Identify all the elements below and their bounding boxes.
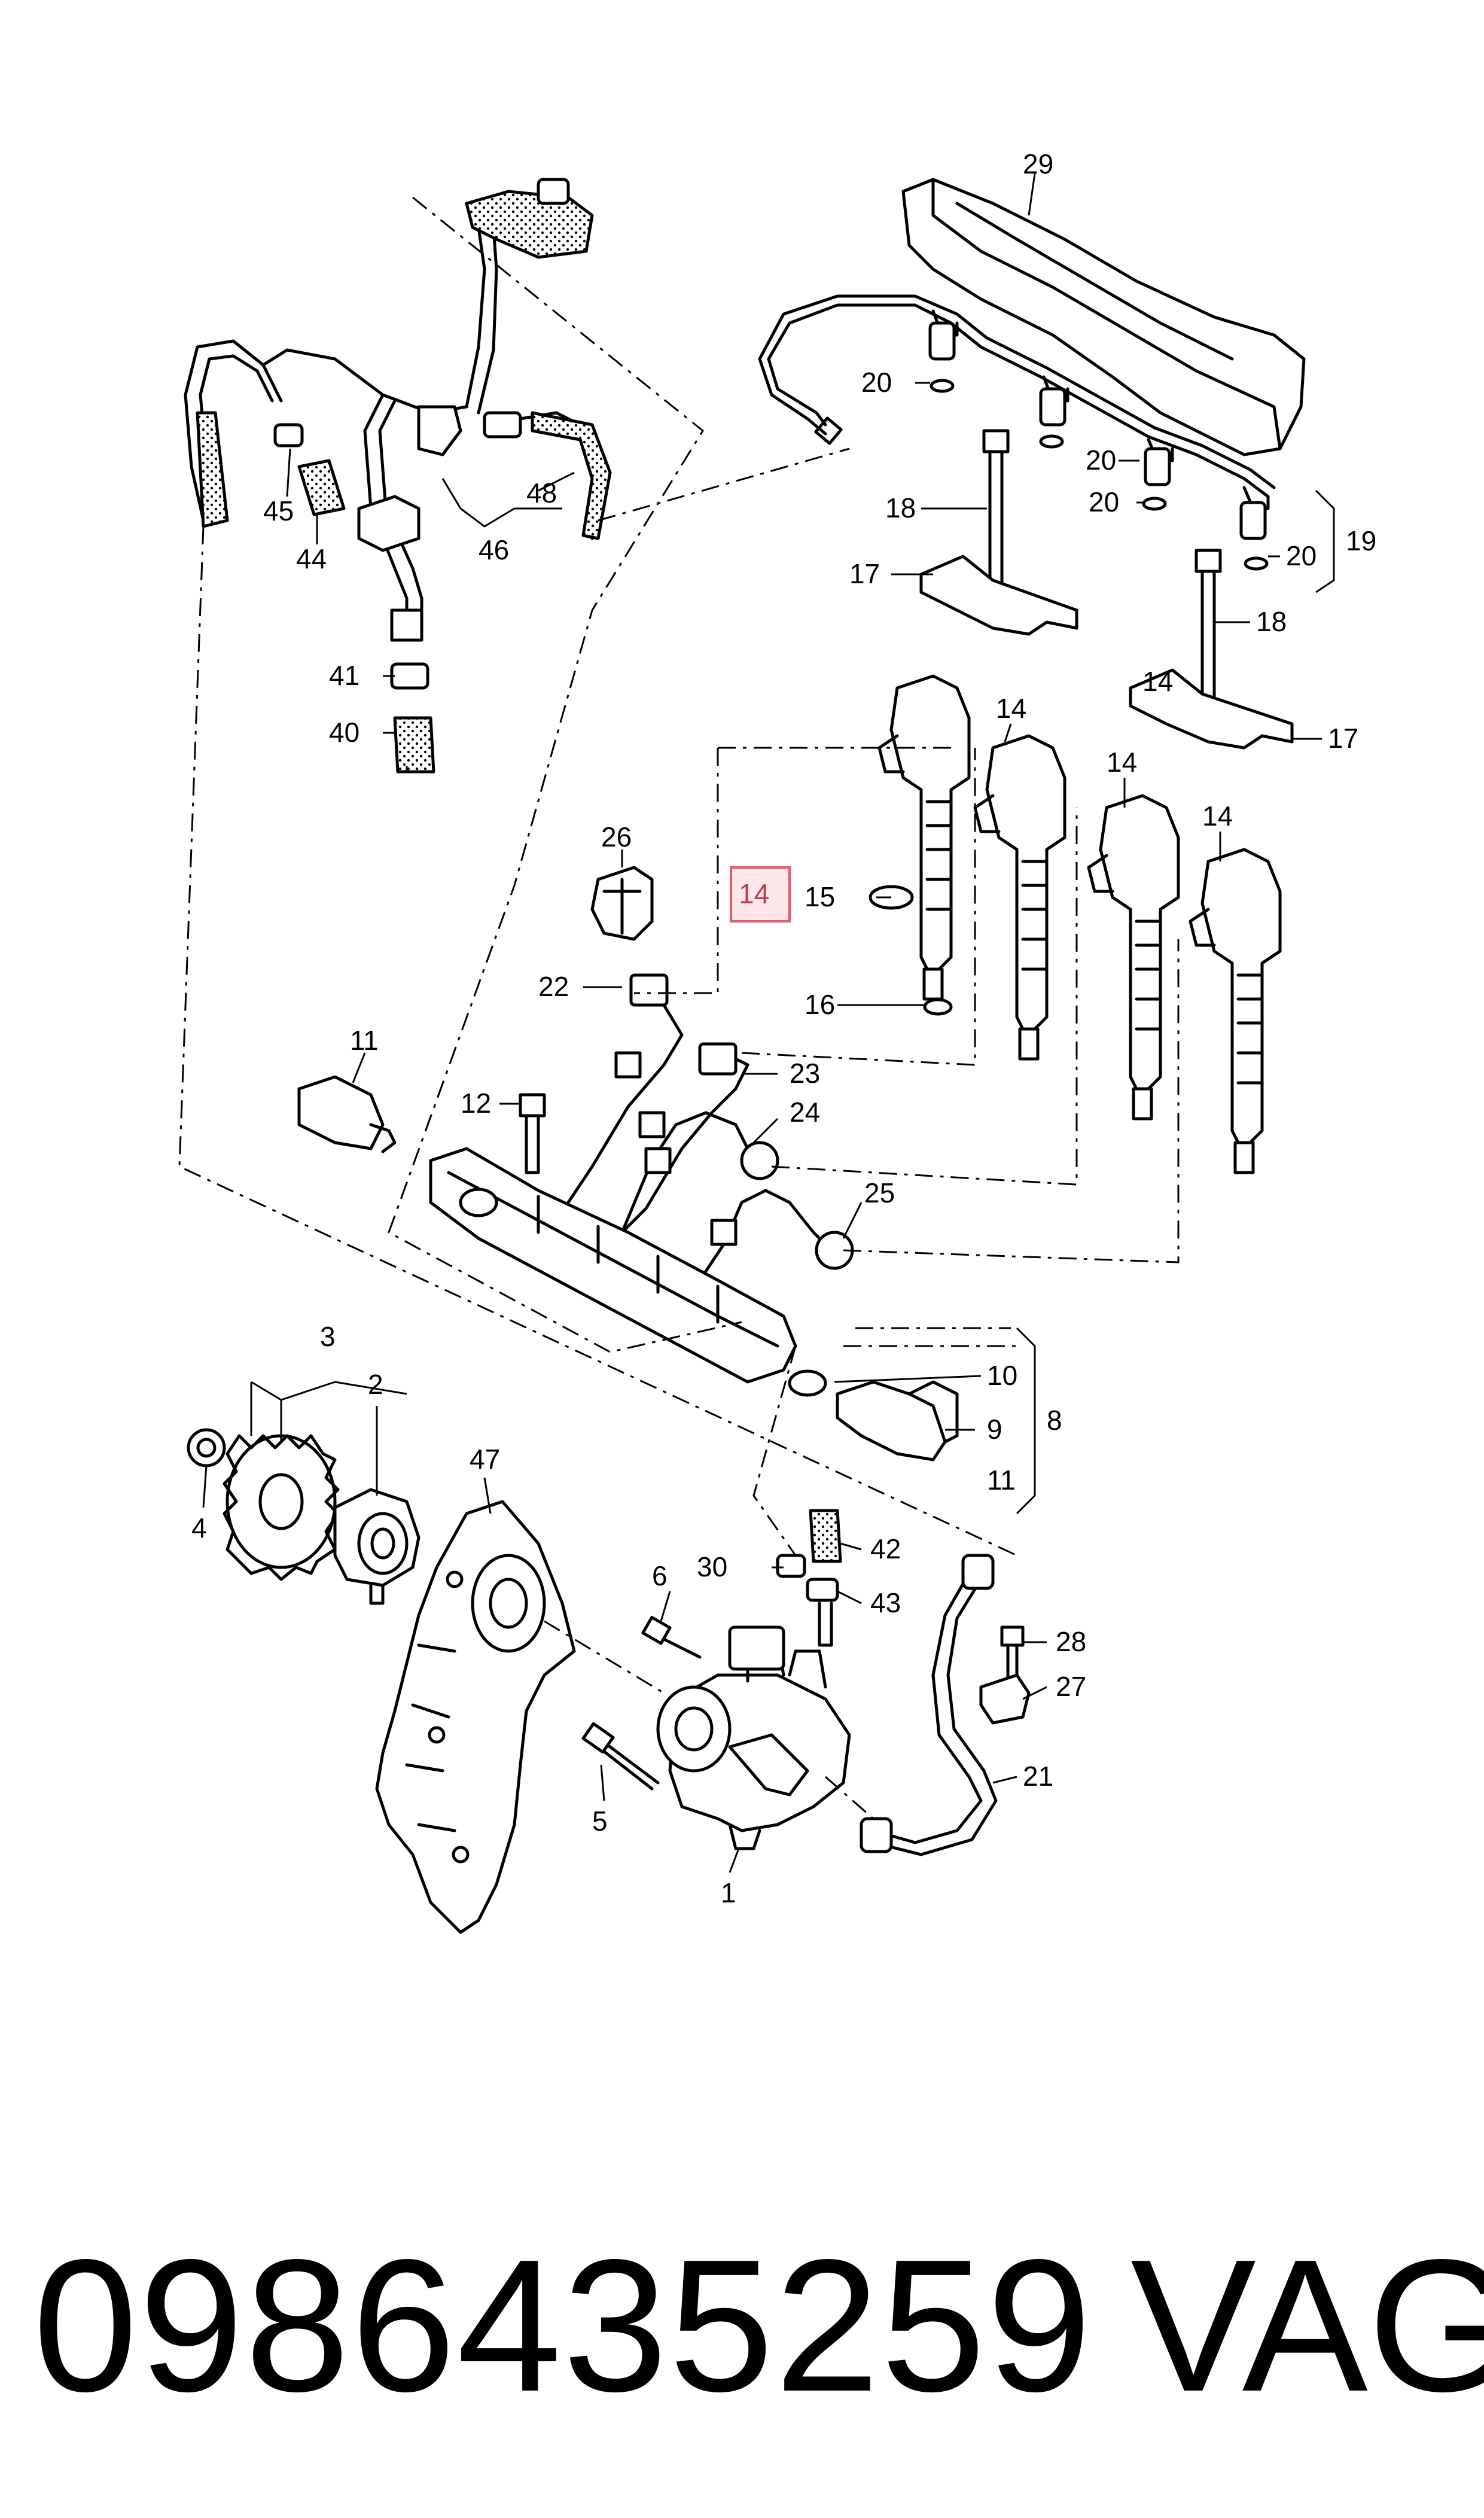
callout-27: 27 <box>1056 1671 1086 1702</box>
assembly-dashed-lines <box>178 196 1180 1820</box>
callout-20: 20 <box>861 367 892 398</box>
high-pressure-pump <box>656 1625 851 1850</box>
o-ring <box>869 885 914 910</box>
pump-hub <box>333 1488 420 1605</box>
callout-4: 4 <box>191 1512 207 1543</box>
callout-3: 3 <box>320 1321 336 1352</box>
leak-off-line <box>758 294 1276 540</box>
callout-1: 1 <box>721 1877 736 1908</box>
callout-17: 17 <box>849 558 880 589</box>
callout-41: 41 <box>329 660 359 691</box>
high-pressure-lines <box>554 973 854 1282</box>
callout-2: 2 <box>368 1369 383 1400</box>
connector-housing <box>590 866 654 941</box>
rail-pressure-sensor <box>297 1075 397 1153</box>
callout-14: 14 <box>1142 666 1173 697</box>
callout-21: 21 <box>1023 1761 1053 1792</box>
hose-section <box>393 716 435 774</box>
callout-16: 16 <box>805 989 835 1020</box>
hose-section <box>531 411 612 540</box>
callout-20: 20 <box>1089 486 1119 517</box>
brand-name: VAG <box>1130 2220 1484 2431</box>
callout-10: 10 <box>987 1360 1017 1391</box>
injector-2 <box>973 734 1066 1061</box>
callout-26: 26 <box>601 821 632 852</box>
callout-29: 29 <box>1023 148 1053 179</box>
callout-43: 43 <box>870 1587 901 1618</box>
injector-1 <box>877 674 971 1001</box>
callout-8: 8 <box>1047 1405 1062 1436</box>
callout-45: 45 <box>263 495 294 526</box>
callout-48: 48 <box>526 477 557 509</box>
callout-46: 46 <box>479 534 509 565</box>
engine-cover <box>901 178 1306 456</box>
callout-6: 6 <box>652 1560 668 1591</box>
rail-bolt <box>519 1093 546 1174</box>
hose-clamps <box>273 178 570 690</box>
seal-rings <box>930 379 1269 571</box>
part-number: 0986435259 <box>33 2220 1093 2431</box>
callout-22: 22 <box>538 971 569 1002</box>
callout-14: 14 <box>996 693 1026 724</box>
callout-15: 15 <box>805 881 835 912</box>
injectors <box>877 674 1282 1174</box>
hose-section <box>297 459 346 516</box>
pressure-control-valve <box>788 1369 959 1462</box>
pump-bolts <box>581 1616 702 1791</box>
hose-section <box>196 411 229 528</box>
fuel-rail <box>429 1147 797 1384</box>
hose-section <box>809 1509 842 1563</box>
callout-labels: 29 20 20 20 20 19 18 18 17 17 14 14 14 1… <box>191 148 1376 1908</box>
sprocket-nut <box>187 1428 226 1467</box>
leader-lines <box>202 173 1335 1873</box>
hose-clamps-lower <box>776 1554 839 1647</box>
callout-20: 20 <box>1086 444 1116 476</box>
injector-clamps <box>919 555 1294 750</box>
callout-5: 5 <box>592 1805 608 1837</box>
exploded-parts-diagram: 29 20 20 20 20 19 18 18 17 17 14 14 14 1… <box>178 148 1376 1934</box>
callout-14: 14 <box>1107 747 1137 778</box>
callout-47: 47 <box>470 1444 500 1475</box>
callout-14: 14 <box>1202 800 1233 832</box>
callout-11: 11 <box>987 1464 1016 1496</box>
callout-24: 24 <box>790 1097 820 1128</box>
pump-sprocket <box>223 1434 340 1581</box>
injector-4 <box>1189 848 1282 1174</box>
callout-19: 19 <box>1346 525 1376 556</box>
callout-40: 40 <box>329 717 359 748</box>
hose-section <box>465 190 594 259</box>
copper-washer <box>923 998 953 1016</box>
callout-11: 11 <box>350 1025 379 1056</box>
callout-25: 25 <box>864 1177 895 1208</box>
callout-17: 17 <box>1328 723 1358 754</box>
callout-23: 23 <box>790 1058 820 1089</box>
callout-28: 28 <box>1056 1626 1086 1657</box>
callout-9: 9 <box>987 1414 1002 1445</box>
callout-18: 18 <box>1256 606 1287 637</box>
fuel-return-line <box>860 1554 998 1856</box>
highlighted-callout-box <box>730 866 791 922</box>
callout-20: 20 <box>1286 540 1317 571</box>
callout-12: 12 <box>461 1088 491 1119</box>
bracket-bolt <box>979 1625 1031 1725</box>
callout-30: 30 <box>697 1551 727 1582</box>
callout-42: 42 <box>870 1533 901 1564</box>
callout-18: 18 <box>885 492 916 523</box>
injector-3 <box>1087 794 1180 1121</box>
callout-44: 44 <box>296 543 327 574</box>
pump-housing-cover <box>375 1500 576 1934</box>
callout-14-highlighted: 14 <box>739 878 769 909</box>
